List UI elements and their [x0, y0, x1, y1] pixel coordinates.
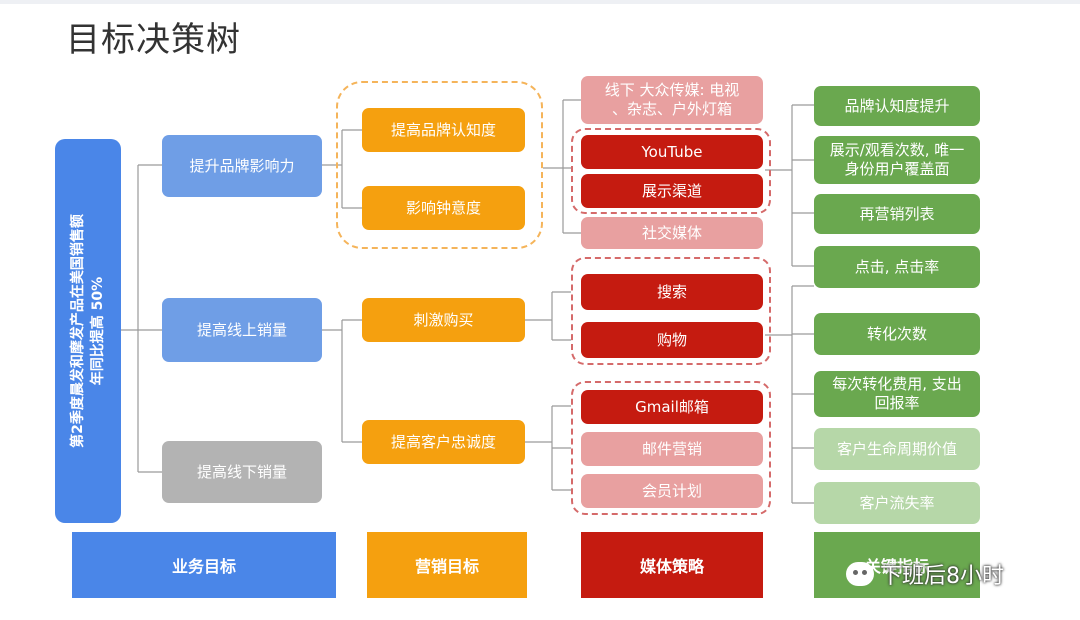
- page-title: 目标决策树: [66, 20, 241, 60]
- media-item-shopping: 购物: [581, 322, 763, 358]
- media-item-membership: 会员计划: [581, 474, 763, 508]
- wechat-icon: [846, 562, 874, 586]
- marketing-item-loyalty: 提高客户忠诚度: [362, 420, 525, 464]
- kpi-item-remarketing: 再营销列表: [814, 194, 980, 234]
- business-item-offline: 提高线下销量: [162, 441, 322, 503]
- legend-kpi: 关键指标: [814, 532, 980, 598]
- media-item-display: 展示渠道: [581, 174, 763, 208]
- media-group-shopping: [571, 257, 771, 365]
- kpi-item-impressions: 展示/观看次数, 唯一 身份用户覆盖面: [814, 136, 980, 184]
- marketing-item-purchase: 刺激购买: [362, 298, 525, 342]
- media-group-email: [571, 381, 771, 515]
- kpi-item-conversions: 转化次数: [814, 313, 980, 355]
- kpi-item-brand-lift: 品牌认知度提升: [814, 86, 980, 126]
- kpi-item-ctr: 点击, 点击率: [814, 246, 980, 288]
- media-item-youtube: YouTube: [581, 135, 763, 169]
- business-item-online: 提高线上销量: [162, 298, 322, 362]
- media-item-offline: 线下 大众传媒: 电视 、杂志、户外灯箱: [581, 76, 763, 124]
- watermark: 下班后8小时: [846, 558, 1004, 590]
- media-group-video: [571, 128, 771, 214]
- top-border: [0, 0, 1080, 4]
- media-item-gmail: Gmail邮箱: [581, 390, 763, 424]
- legend-media: 媒体策略: [581, 532, 763, 598]
- kpi-item-cpa-roas: 每次转化费用, 支出 回报率: [814, 371, 980, 417]
- marketing-item-preference: 影响钟意度: [362, 186, 525, 230]
- media-item-search: 搜索: [581, 274, 763, 310]
- kpi-item-churn: 客户流失率: [814, 482, 980, 524]
- marketing-item-awareness: 提高品牌认知度: [362, 108, 525, 152]
- business-goal-text: 第2季度晨发和摩发产品在美国销售额 年同比提高 50%: [70, 214, 106, 448]
- legend-marketing: 营销目标: [367, 532, 527, 598]
- watermark-text: 下班后8小时: [880, 564, 1004, 589]
- marketing-group-brand: [336, 81, 543, 249]
- kpi-item-ltv: 客户生命周期价值: [814, 428, 980, 470]
- media-item-email-marketing: 邮件营销: [581, 432, 763, 466]
- business-item-brand: 提升品牌影响力: [162, 135, 322, 197]
- business-goal-box: 第2季度晨发和摩发产品在美国销售额 年同比提高 50%: [55, 139, 121, 523]
- legend-business: 业务目标: [72, 532, 336, 598]
- media-item-social: 社交媒体: [581, 217, 763, 249]
